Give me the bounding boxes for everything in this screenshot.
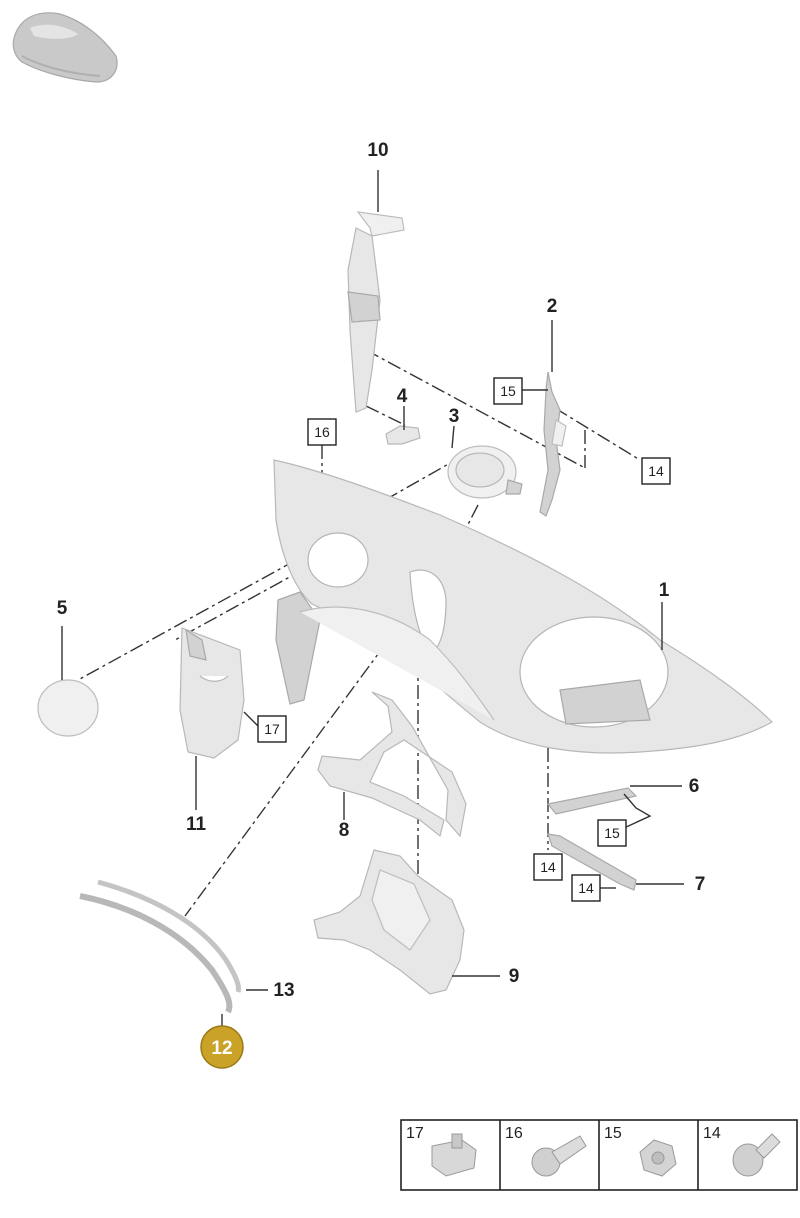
- car-thumbnail-icon[interactable]: [12, 12, 118, 83]
- part-7-strip[interactable]: [547, 833, 637, 891]
- part-6-strip[interactable]: [546, 787, 638, 815]
- svg-text:16: 16: [505, 1125, 523, 1142]
- legend-cell-14[interactable]: 14: [703, 1125, 781, 1177]
- svg-text:16: 16: [314, 424, 330, 440]
- callout-box-16[interactable]: 16: [307, 418, 337, 446]
- svg-text:15: 15: [500, 383, 516, 399]
- label-9: 9: [509, 966, 520, 987]
- part-11-rear-trim[interactable]: [179, 627, 245, 759]
- part-4-clip[interactable]: [385, 425, 421, 445]
- svg-text:12: 12: [211, 1038, 232, 1059]
- part-9-lower-panel[interactable]: [313, 849, 465, 995]
- label-7: 7: [695, 874, 706, 895]
- part-5-cap[interactable]: [37, 679, 99, 737]
- leader-lines: [61, 170, 684, 1036]
- svg-text:15: 15: [604, 825, 620, 841]
- part-12-seal-strip[interactable]: [79, 893, 233, 1014]
- svg-text:15: 15: [604, 1125, 622, 1142]
- bolt-icon: [531, 1135, 587, 1177]
- label-4: 4: [397, 386, 408, 407]
- highlight-badge-12[interactable]: 12: [200, 1025, 244, 1069]
- svg-text:17: 17: [264, 721, 280, 737]
- label-5: 5: [57, 598, 68, 619]
- label-10: 10: [367, 140, 388, 161]
- part-3-filler-housing[interactable]: [447, 445, 523, 499]
- callout-box-15-top[interactable]: 15: [493, 377, 523, 405]
- screw-icon: [732, 1133, 781, 1177]
- part-number-labels: 10 2 4 3 1 5 6 11 8 7 9 13: [57, 140, 706, 1001]
- label-3: 3: [449, 406, 460, 427]
- callout-box-14-top[interactable]: 14: [641, 457, 671, 485]
- label-13: 13: [273, 980, 294, 1001]
- hex-nut-icon: [639, 1139, 677, 1177]
- svg-text:17: 17: [406, 1125, 424, 1142]
- label-2: 2: [547, 296, 558, 317]
- part-1-side-panel[interactable]: [273, 459, 773, 754]
- label-6: 6: [689, 776, 700, 797]
- label-1: 1: [659, 580, 670, 601]
- svg-text:14: 14: [540, 859, 556, 875]
- part-10-pillar-trim[interactable]: [347, 211, 405, 413]
- callout-box-17[interactable]: 17: [257, 715, 287, 743]
- label-11: 11: [186, 814, 207, 835]
- callout-box-15-mid[interactable]: 15: [597, 819, 627, 847]
- callout-box-14-mid[interactable]: 14: [533, 853, 563, 881]
- svg-text:14: 14: [703, 1125, 721, 1142]
- label-8: 8: [339, 820, 350, 841]
- legend-cell-16[interactable]: 16: [505, 1125, 587, 1177]
- fastener-legend: 17 16 15 14: [400, 1119, 798, 1191]
- legend-cell-15[interactable]: 15: [604, 1125, 677, 1177]
- callout-box-14-low[interactable]: 14: [571, 874, 601, 902]
- svg-text:14: 14: [648, 463, 664, 479]
- part-2-bracket[interactable]: [539, 371, 567, 517]
- part-8-inner-bracket[interactable]: [317, 691, 467, 838]
- legend-cell-17[interactable]: 17: [406, 1125, 477, 1177]
- svg-text:14: 14: [578, 880, 594, 896]
- clip-nut-icon: [431, 1133, 477, 1177]
- part-13-seal-strip[interactable]: [97, 879, 241, 993]
